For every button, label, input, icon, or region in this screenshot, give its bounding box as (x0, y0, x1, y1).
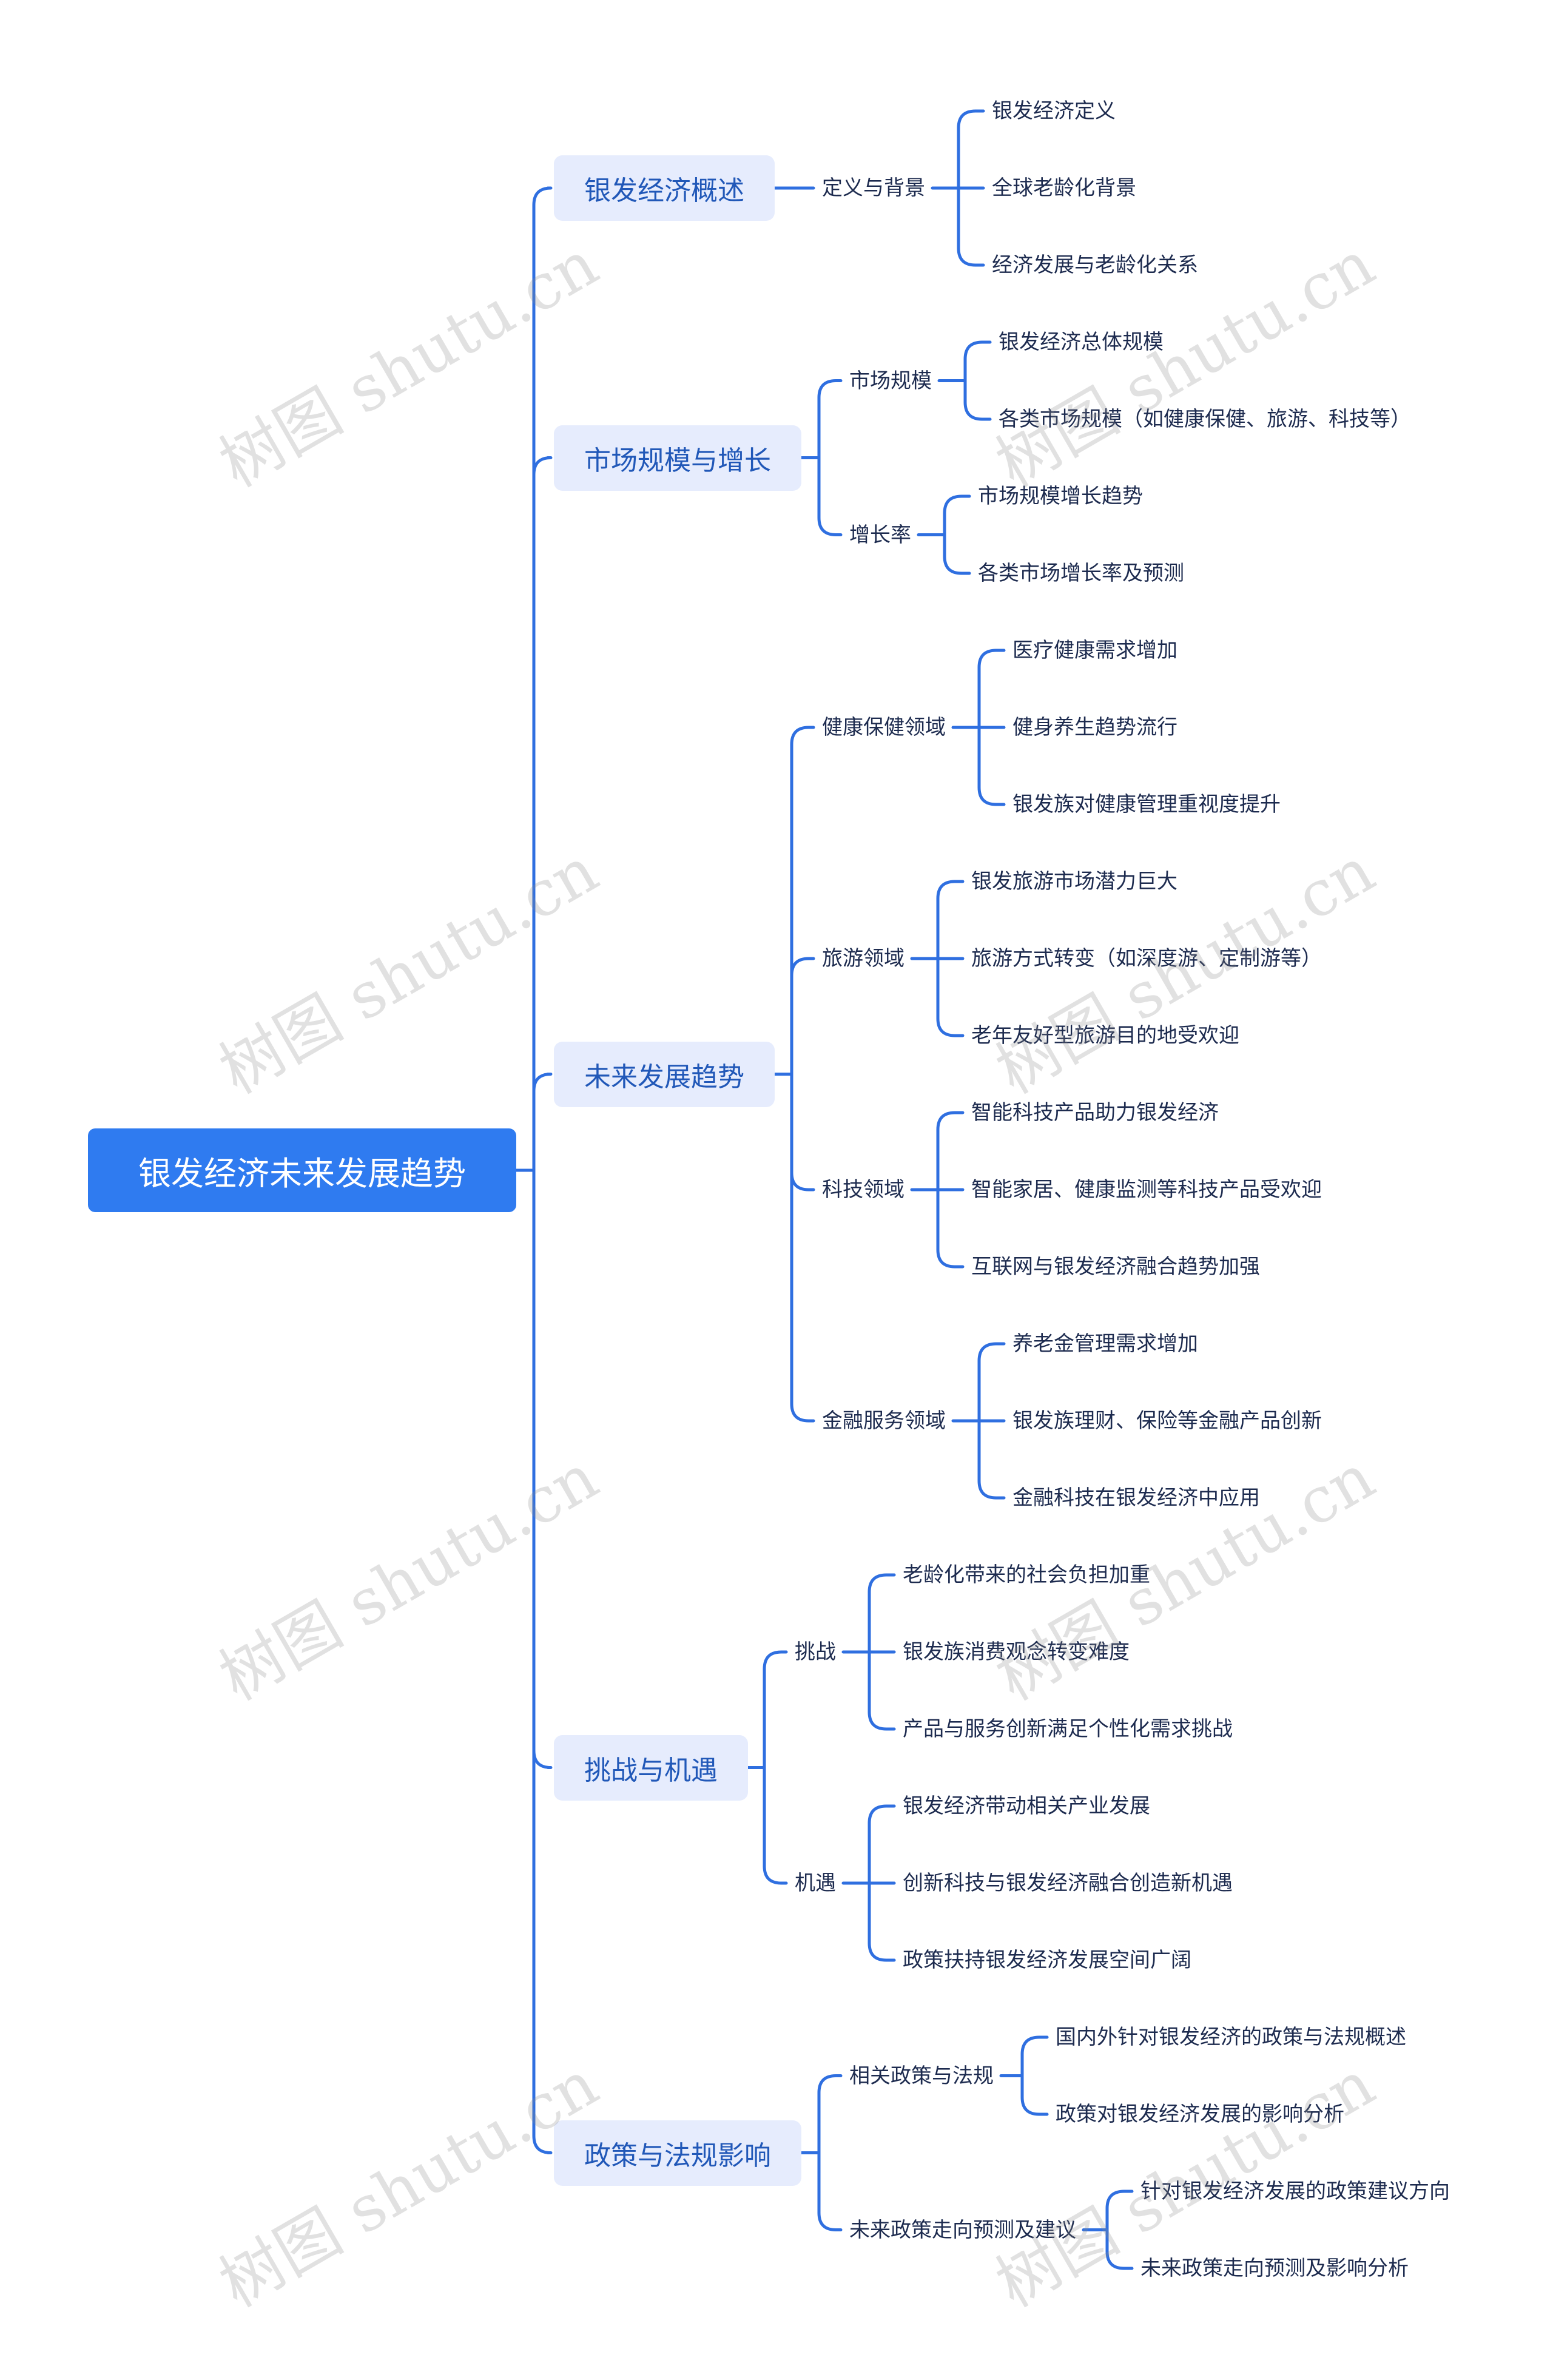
connector-line (790, 1073, 815, 1192)
subtopic-3-1[interactable]: 健康保健领域 (822, 715, 946, 740)
leaf-item[interactable]: 养老金管理需求增加 (1012, 1332, 1198, 1356)
connector-line (817, 2151, 843, 2231)
connector-line (957, 109, 985, 190)
connector-line (977, 1419, 1006, 1500)
connector-line (936, 1111, 965, 1192)
subtopic-3-2[interactable]: 旅游领域 (822, 946, 905, 971)
connector-line (936, 880, 965, 960)
leaf-item[interactable]: 旅游方式转变（如深度游、定制游等） (971, 946, 1322, 971)
subtopic-2-1[interactable]: 市场规模 (849, 368, 932, 393)
leaf-item[interactable]: 经济发展与老龄化关系 (992, 253, 1198, 277)
connector-line (977, 1342, 1006, 1423)
connector-line (977, 726, 1006, 806)
leaf-item[interactable]: 银发经济定义 (992, 99, 1116, 123)
connector-line (957, 186, 985, 267)
leaf-item[interactable]: 金融科技在银发经济中应用 (1012, 1486, 1260, 1510)
subtopic-2-2[interactable]: 增长率 (849, 522, 911, 547)
connector-line (790, 1073, 815, 1423)
connector-line (532, 1168, 553, 2154)
leaf-item[interactable]: 政策对银发经济发展的影响分析 (1056, 2102, 1344, 2126)
connector-line (763, 1650, 788, 1769)
branch-topic-5[interactable]: 政策与法规影响 (554, 2120, 801, 2186)
leaf-item[interactable]: 老龄化带来的社会负担加重 (903, 1563, 1150, 1587)
connector-line (963, 379, 992, 421)
leaf-item[interactable]: 健身养生趋势流行 (1012, 715, 1177, 740)
connector-line (867, 1881, 896, 1962)
leaf-item[interactable]: 医疗健康需求增加 (1012, 638, 1177, 662)
connector-line (963, 340, 992, 382)
leaf-item[interactable]: 老年友好型旅游目的地受欢迎 (971, 1023, 1239, 1048)
connector-line (532, 186, 553, 1172)
subtopic-3-3[interactable]: 科技领域 (822, 1178, 905, 1202)
connector-line (867, 1804, 896, 1885)
leaf-item[interactable]: 产品与服务创新满足个性化需求挑战 (903, 1717, 1233, 1741)
subtopic-1-1[interactable]: 定义与背景 (822, 176, 925, 200)
leaf-item[interactable]: 互联网与银发经济融合趋势加强 (971, 1255, 1260, 1279)
leaf-item[interactable]: 各类市场规模（如健康保健、旅游、科技等） (999, 407, 1411, 431)
connector-line (532, 1073, 553, 1172)
subtopic-4-2[interactable]: 机遇 (795, 1871, 836, 1895)
leaf-item[interactable]: 银发经济带动相关产业发展 (903, 1794, 1150, 1818)
connector-line (977, 649, 1006, 729)
leaf-item[interactable]: 银发族消费观念转变难度 (903, 1640, 1130, 1664)
leaf-item[interactable]: 智能科技产品助力银发经济 (971, 1101, 1219, 1125)
connector-line (1105, 2228, 1134, 2270)
subtopic-3-4[interactable]: 金融服务领域 (822, 1409, 946, 1433)
connector-line (817, 379, 843, 459)
connector-line (532, 456, 553, 1172)
connector-line (790, 726, 815, 1076)
leaf-item[interactable]: 全球老龄化背景 (992, 176, 1136, 200)
leaf-item[interactable]: 针对银发经济发展的政策建议方向 (1140, 2179, 1450, 2203)
root-topic[interactable]: 银发经济未来发展趋势 (88, 1128, 516, 1212)
leaf-item[interactable]: 政策扶持银发经济发展空间广阔 (903, 1948, 1191, 1972)
connector-line (817, 2074, 843, 2154)
connector-line (817, 456, 843, 536)
leaf-item[interactable]: 市场规模增长趋势 (978, 484, 1143, 508)
connector-line (763, 1766, 788, 1885)
connector-line (1020, 2035, 1049, 2077)
leaf-item[interactable]: 智能家居、健康监测等科技产品受欢迎 (971, 1178, 1322, 1202)
leaf-item[interactable]: 未来政策走向预测及影响分析 (1140, 2256, 1409, 2281)
leaf-item[interactable]: 银发旅游市场潜力巨大 (971, 869, 1177, 894)
leaf-item[interactable]: 银发经济总体规模 (999, 330, 1164, 354)
connector-line (1020, 2074, 1049, 2116)
connector-line (532, 1168, 553, 1769)
connector-line (790, 957, 815, 1076)
branch-topic-2[interactable]: 市场规模与增长 (554, 425, 801, 491)
branch-topic-4[interactable]: 挑战与机遇 (554, 1734, 748, 1801)
subtopic-4-1[interactable]: 挑战 (795, 1640, 836, 1664)
connector-line (867, 1573, 896, 1654)
leaf-item[interactable]: 创新科技与银发经济融合创造新机遇 (903, 1871, 1233, 1895)
connector-line (867, 1650, 896, 1731)
connector-line (1105, 2190, 1134, 2231)
leaf-item[interactable]: 各类市场增长率及预测 (978, 561, 1184, 585)
leaf-item[interactable]: 银发族对健康管理重视度提升 (1012, 792, 1281, 817)
connector-line (936, 1188, 965, 1269)
leaf-item[interactable]: 国内外针对银发经济的政策与法规概述 (1056, 2025, 1406, 2049)
branch-topic-3[interactable]: 未来发展趋势 (554, 1041, 775, 1107)
subtopic-5-2[interactable]: 未来政策走向预测及建议 (849, 2217, 1076, 2242)
connector-line (943, 494, 971, 536)
leaf-item[interactable]: 银发族理财、保险等金融产品创新 (1012, 1409, 1322, 1433)
branch-topic-1[interactable]: 银发经济概述 (554, 155, 775, 221)
connector-line (936, 957, 965, 1037)
subtopic-5-1[interactable]: 相关政策与法规 (849, 2063, 994, 2088)
connector-line (943, 533, 971, 575)
